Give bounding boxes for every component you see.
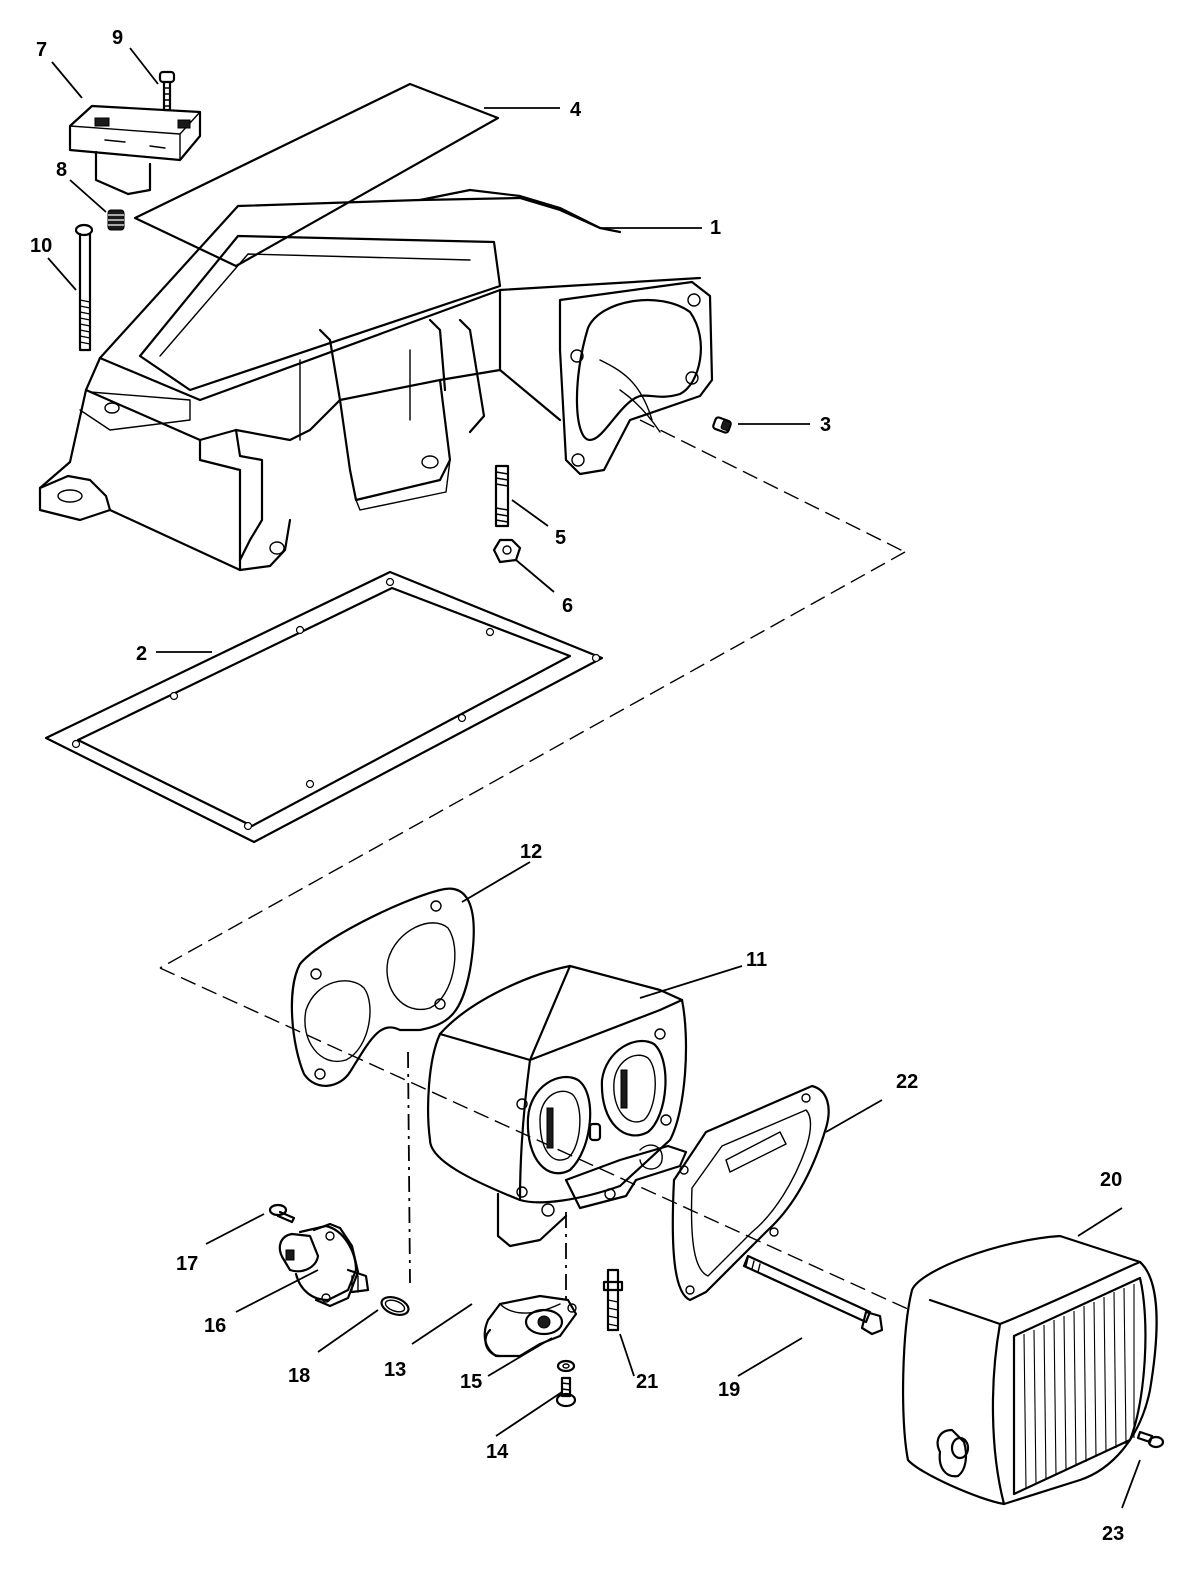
part-17-screw [268, 1203, 296, 1224]
part-20-air-filter [901, 1234, 1158, 1506]
callout-3: 3 [820, 414, 831, 436]
callout-18: 18 [288, 1365, 310, 1387]
callout-23: 23 [1102, 1523, 1124, 1545]
part-6-nut [492, 538, 522, 564]
callout-20: 20 [1100, 1169, 1122, 1191]
part-22-filter-gasket [671, 1084, 830, 1302]
part-2-base-gasket [44, 570, 604, 844]
assembly-guide-lines [159, 419, 911, 1311]
callout-1: 1 [710, 217, 721, 239]
callout-4: 4 [570, 99, 582, 121]
leader-lines [47, 47, 1141, 1509]
callout-17: 17 [176, 1253, 198, 1275]
part-10-bolt [74, 223, 94, 352]
callout-14: 14 [486, 1441, 509, 1463]
part-19-long-screw [742, 1254, 884, 1336]
part-18-o-ring [380, 1295, 410, 1317]
callout-22: 22 [896, 1071, 918, 1093]
callout-7: 7 [36, 39, 47, 61]
callout-16: 16 [204, 1315, 226, 1337]
part-8-spring [107, 209, 125, 231]
part-11-throttle-body [427, 964, 688, 1248]
callout-12: 12 [520, 841, 542, 863]
callout-8: 8 [56, 159, 67, 181]
callout-10: 10 [30, 235, 52, 257]
part-3-plug [712, 416, 732, 434]
callout-15: 15 [460, 1371, 482, 1393]
part-13-sensor [483, 1294, 578, 1358]
part-9-screw [158, 70, 176, 112]
callout-2: 2 [136, 643, 147, 665]
callout-11: 11 [746, 949, 767, 971]
callout-13: 13 [384, 1359, 406, 1381]
callout-9: 9 [112, 27, 123, 49]
callout-5: 5 [555, 527, 566, 549]
callout-6: 6 [562, 595, 573, 617]
part-12-throttle-gasket [290, 887, 475, 1087]
part-23-screw [1136, 1430, 1165, 1449]
callout-labels: 1 2 3 4 5 6 7 8 9 10 11 12 13 14 15 16 1… [30, 27, 1124, 1545]
part-16-iac-valve [278, 1222, 370, 1308]
part-1-plenum-housing [38, 188, 714, 572]
part-5-stud [494, 464, 510, 528]
part-7-sensor [68, 104, 202, 196]
part-21-stud [602, 1268, 624, 1332]
part-15-washer [556, 1359, 576, 1373]
part-14-screw [555, 1376, 577, 1408]
callout-21: 21 [636, 1371, 658, 1393]
part-4-cover-plate [133, 82, 500, 268]
callout-19: 19 [718, 1379, 740, 1401]
